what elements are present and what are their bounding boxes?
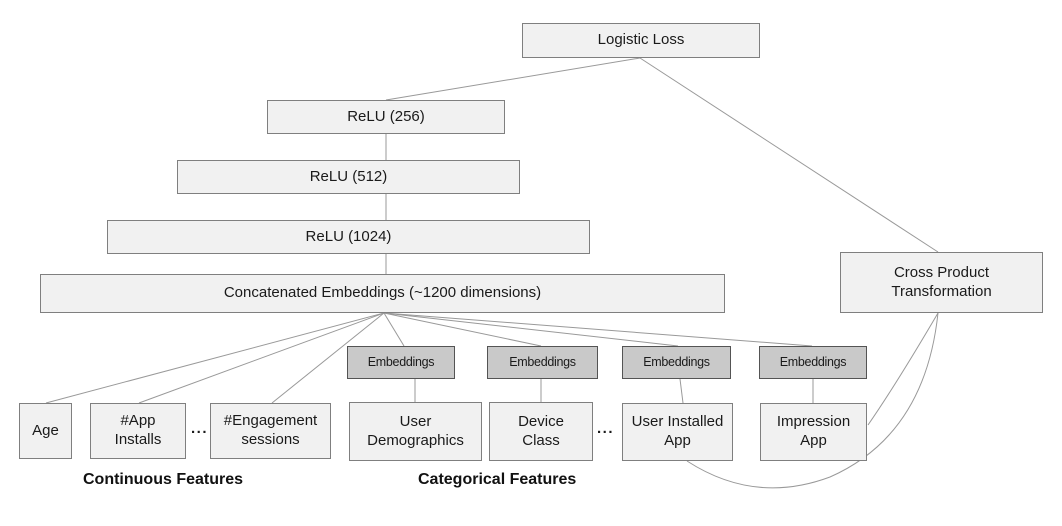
- edge-concat-embeddings4: [383, 312, 813, 347]
- node-embeddings-user-installed-app: Embeddings: [622, 346, 731, 379]
- edge-crossproduct-impressionapp: [867, 312, 939, 426]
- node-user-installed-app: User Installed App: [622, 403, 733, 461]
- edge-concat-embeddings1: [383, 312, 405, 347]
- node-embeddings-user-demographics: Embeddings: [347, 346, 455, 379]
- node-age: Age: [19, 403, 72, 459]
- node-app-installs: #App Installs: [90, 403, 186, 459]
- edge-concat-appinstalls: [138, 312, 385, 404]
- node-user-demographics: User Demographics: [349, 402, 482, 461]
- node-embeddings-device-class: Embeddings: [487, 346, 598, 379]
- edge-logisticloss-crossproduct: [639, 57, 939, 253]
- node-concatenated-embeddings: Concatenated Embeddings (~1200 dimension…: [40, 274, 725, 313]
- ellipsis-continuous: ...: [191, 420, 209, 437]
- node-engagement-sessions: #Engagement sessions: [210, 403, 331, 459]
- node-relu-1024: ReLU (1024): [107, 220, 590, 254]
- node-relu-256: ReLU (256): [267, 100, 505, 134]
- node-cross-product-transformation: Cross Product Transformation: [840, 252, 1043, 313]
- label-continuous-features: Continuous Features: [83, 471, 244, 488]
- edge-logisticloss-relu256: [385, 57, 641, 101]
- edge-concat-embeddings3: [383, 312, 679, 347]
- edge-crossproduct-userinstalledapp: [686, 312, 939, 489]
- node-embeddings-impression-app: Embeddings: [759, 346, 867, 379]
- edge-concat-engagement: [271, 312, 385, 404]
- node-logistic-loss: Logistic Loss: [522, 23, 760, 58]
- node-relu-512: ReLU (512): [177, 160, 520, 194]
- node-device-class: Device Class: [489, 402, 593, 461]
- edge-embeddings3-userinstalledapp: [679, 378, 684, 404]
- node-impression-app: Impression App: [760, 403, 867, 461]
- label-categorical-features: Categorical Features: [418, 471, 577, 488]
- edge-concat-age: [45, 312, 385, 404]
- edge-concat-embeddings2: [383, 312, 542, 347]
- ellipsis-categorical: ...: [597, 420, 615, 437]
